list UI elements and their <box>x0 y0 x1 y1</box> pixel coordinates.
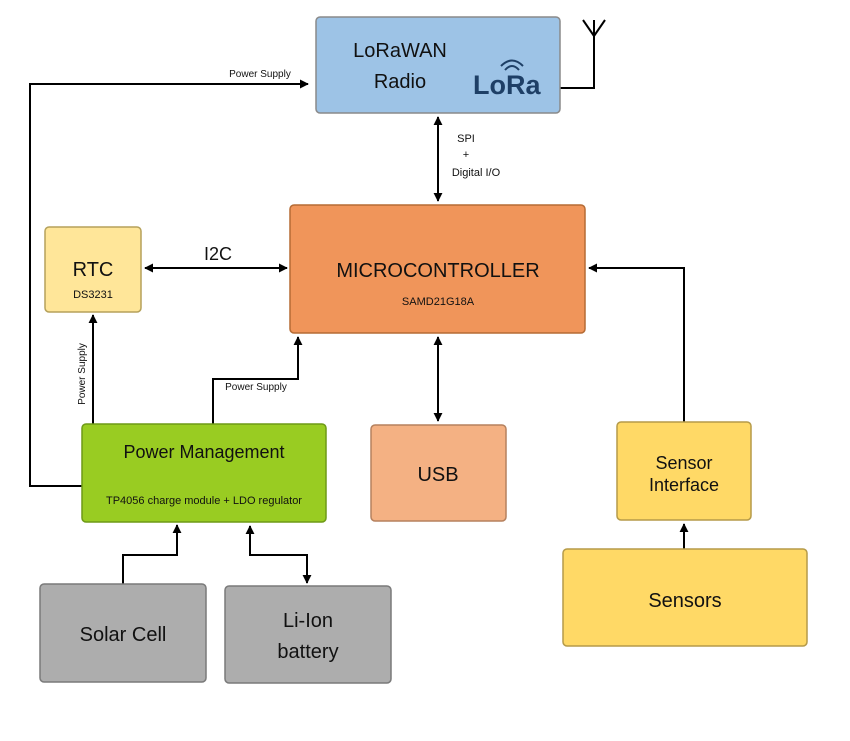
antenna-icon <box>582 19 606 37</box>
rtc-block: RTC DS3231 <box>44 226 142 313</box>
lora-logo-text: LoRa <box>473 70 541 100</box>
battery-line1: Li-Ion <box>283 610 333 632</box>
battery-line <box>245 525 312 584</box>
battery-line2: battery <box>277 641 338 663</box>
sensors-block: Sensors <box>562 548 808 647</box>
lora-logo: LoRa <box>473 59 541 100</box>
sensor-interface-block: Sensor Interface <box>616 421 752 521</box>
power-supply-label-radio: Power Supply <box>229 69 291 80</box>
connectors <box>29 36 689 584</box>
radio-label-line2: Radio <box>374 71 426 93</box>
usb-block: USB <box>370 424 507 522</box>
solar-cell-block: Solar Cell <box>39 583 207 683</box>
sensor-interface-line <box>588 263 685 422</box>
lorawan-radio-block: LoRaWAN Radio LoRa <box>315 16 561 114</box>
rtc-title: RTC <box>73 259 114 281</box>
rtc-subtitle: DS3231 <box>73 289 113 301</box>
power-management-block: Power Management TP4056 charge module + … <box>81 423 327 523</box>
solar-line <box>122 524 182 584</box>
signal-waves-icon <box>500 59 524 71</box>
antenna-feed-line <box>560 36 595 89</box>
radio-label-line1: LoRaWAN <box>353 40 447 62</box>
solar-cell-title: Solar Cell <box>80 624 167 646</box>
spi-label-line1: SPI <box>457 133 475 145</box>
spi-label-line2: + <box>463 149 469 161</box>
power-supply-line-mcu <box>212 336 303 424</box>
power-supply-label-rtc: Power Supply <box>77 343 88 405</box>
microcontroller-block: MICROCONTROLLER SAMD21G18A <box>289 204 586 334</box>
power-title: Power Management <box>123 442 284 462</box>
power-subtitle: TP4056 charge module + LDO regulator <box>106 495 302 507</box>
spi-label-line3: Digital I/O <box>452 167 501 179</box>
usb-title: USB <box>417 464 458 486</box>
i2c-label: I2C <box>204 244 232 264</box>
power-supply-line-radio <box>29 79 309 487</box>
mcu-subtitle: SAMD21G18A <box>402 296 475 308</box>
sensor-interface-line1: Sensor <box>655 453 712 473</box>
power-supply-label-mcu: Power Supply <box>225 382 287 393</box>
battery-block: Li-Ion battery <box>224 585 392 684</box>
sensors-title: Sensors <box>648 590 721 612</box>
mcu-title: MICROCONTROLLER <box>336 260 539 282</box>
sensor-interface-line2: Interface <box>649 475 719 495</box>
